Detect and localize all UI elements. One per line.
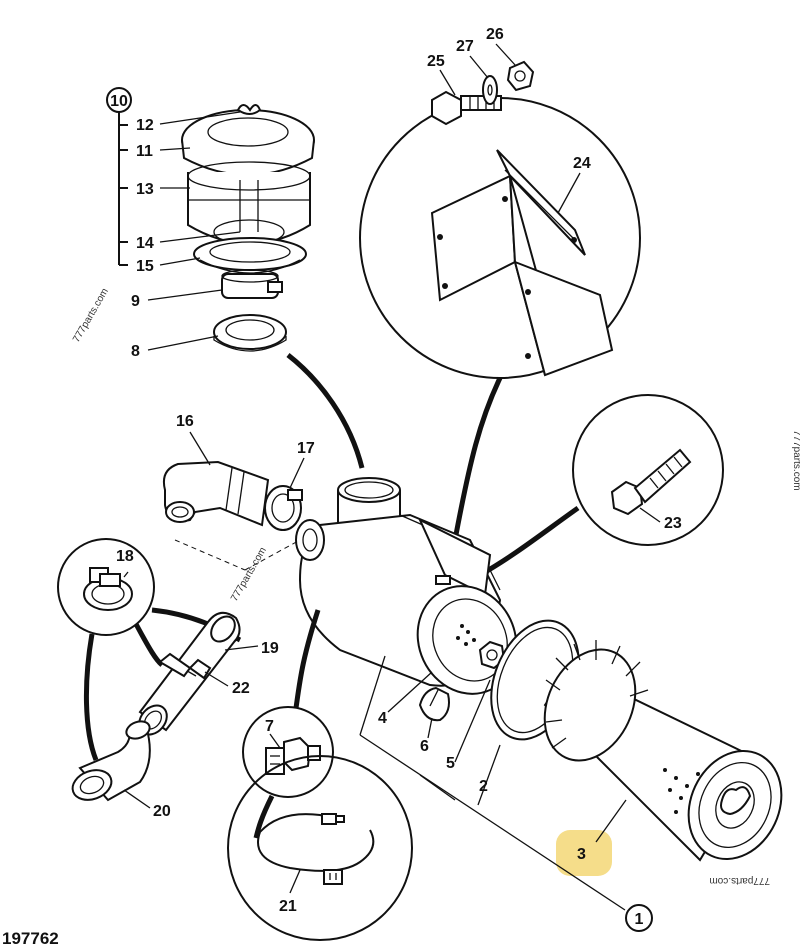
watermark-center: 777parts.com bbox=[229, 546, 269, 604]
callout-16: 16 bbox=[176, 413, 194, 430]
watermark-left: 777parts.com bbox=[71, 287, 111, 345]
filter-element-3 bbox=[543, 640, 783, 862]
callout-20: 20 bbox=[153, 803, 171, 820]
callout-4: 4 bbox=[378, 710, 387, 727]
callout-18: 18 bbox=[116, 548, 134, 565]
callout-3: 3 bbox=[577, 846, 586, 863]
harness-21-detail bbox=[227, 755, 413, 941]
drawing-number: 197762 bbox=[2, 929, 59, 948]
callout-25: 25 bbox=[427, 53, 445, 70]
callout-7: 7 bbox=[265, 718, 274, 735]
callout-19: 19 bbox=[261, 640, 279, 657]
hose-19-group bbox=[138, 611, 259, 736]
callout-26: 26 bbox=[486, 26, 504, 43]
callout-10: 10 bbox=[110, 93, 128, 110]
watermark-bottom: 777parts.com bbox=[709, 875, 770, 886]
callout-17: 17 bbox=[297, 440, 315, 457]
hose-20-group bbox=[71, 720, 151, 809]
callout-27: 27 bbox=[456, 38, 474, 55]
hose-16-group bbox=[162, 431, 305, 571]
bracket-detail bbox=[359, 43, 641, 541]
callout-14: 14 bbox=[136, 235, 154, 252]
callout-15: 15 bbox=[136, 258, 154, 275]
watermark-right: 777parts.com bbox=[791, 430, 800, 491]
callout-13: 13 bbox=[136, 181, 154, 198]
callout-12: 12 bbox=[136, 117, 154, 134]
highlight-part-3 bbox=[556, 830, 612, 876]
callout-24: 24 bbox=[573, 155, 591, 172]
callout-8: 8 bbox=[131, 343, 140, 360]
callout-9: 9 bbox=[131, 293, 140, 310]
bolt-detail bbox=[478, 394, 724, 578]
air-cleaner-housing bbox=[295, 477, 626, 911]
callout-11: 11 bbox=[136, 143, 153, 160]
sensor-7-detail bbox=[242, 609, 334, 839]
callout-22: 22 bbox=[232, 680, 250, 697]
callout-6: 6 bbox=[420, 738, 429, 755]
precleaner-assembly bbox=[106, 87, 365, 469]
callout-5: 5 bbox=[446, 755, 455, 772]
callout-21: 21 bbox=[279, 898, 297, 915]
callout-1: 1 bbox=[635, 911, 644, 928]
callout-2: 2 bbox=[479, 778, 488, 795]
callout-23: 23 bbox=[664, 515, 682, 532]
